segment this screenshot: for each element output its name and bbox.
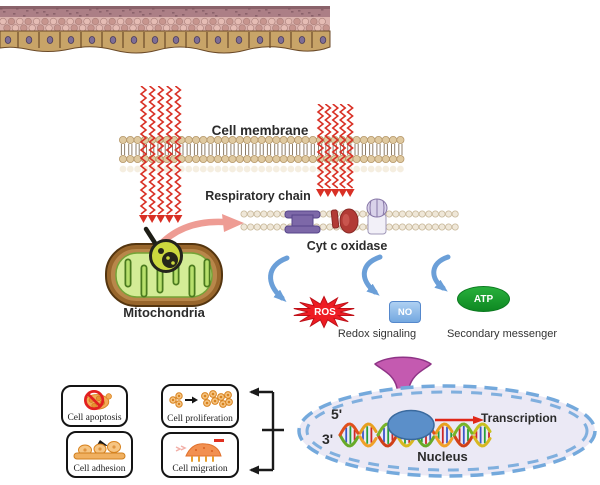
down-funnel-arrow-icon	[374, 356, 432, 411]
outcome-box-cell-adhesion: Cell adhesion	[66, 431, 133, 478]
transcription-factor-oval	[387, 409, 435, 441]
dna-five-prime-label: 5'	[331, 406, 343, 422]
transcription-label: Transcription	[481, 411, 558, 425]
outcome-box-cell-proliferation: Cell proliferation	[161, 384, 239, 428]
mitochondria-illustration	[105, 226, 223, 307]
outcome-label: Cell apoptosis	[67, 412, 122, 423]
secondary-messenger-label: Secondary messenger	[446, 328, 558, 340]
light-beam-left-icon	[139, 86, 183, 223]
ros-label: ROS	[314, 306, 336, 318]
respiratory-chain-label: Respiratory chain	[205, 189, 311, 203]
light-beam-right-icon	[316, 104, 355, 197]
ros-starburst-icon	[293, 295, 355, 329]
no-badge: NO	[389, 301, 421, 323]
cyt-c-oxidase-label: Cyt c oxidase	[306, 239, 388, 253]
cytochrome-protein-red-icon	[330, 208, 359, 234]
redox-signaling-label: Redox signaling	[337, 328, 417, 340]
outcome-label: Cell adhesion	[73, 463, 126, 474]
cell-membrane-label: Cell membrane	[211, 123, 309, 138]
outcome-box-cell-apoptosis: Cell apoptosis	[61, 385, 128, 427]
mitochondria-label: Mitochondria	[123, 305, 205, 320]
cell-apoptosis-icon	[83, 390, 112, 411]
dna-three-prime-label: 3'	[322, 431, 334, 447]
outcome-label: Cell proliferation	[167, 413, 233, 424]
outcome-box-cell-migration: Cell migration	[161, 432, 239, 478]
cell-proliferation-icon	[169, 390, 233, 408]
respiratory-chain-membrane	[240, 198, 459, 235]
bracket-arrows	[249, 387, 284, 475]
outcome-label: Cell migration	[172, 463, 228, 474]
arrow-to-no	[361, 254, 383, 296]
atp-synthase-icon	[366, 198, 388, 235]
cell-adhesion-icon	[73, 440, 125, 460]
magnifier-icon	[143, 226, 183, 273]
cell-migration-icon	[175, 439, 224, 462]
nucleus-illustration	[297, 384, 597, 478]
output-arrows-blue	[268, 254, 451, 302]
protein-complex-purple-icon	[284, 210, 321, 234]
arrow-to-ros	[268, 255, 290, 302]
nucleus-label: Nucleus	[417, 449, 468, 464]
no-symbol-icon	[83, 390, 104, 411]
cell-membrane-bilayer	[119, 136, 405, 173]
epithelial-tissue-illustration	[0, 6, 331, 54]
atp-badge: ATP	[457, 286, 510, 312]
arrow-to-atp	[431, 254, 451, 292]
